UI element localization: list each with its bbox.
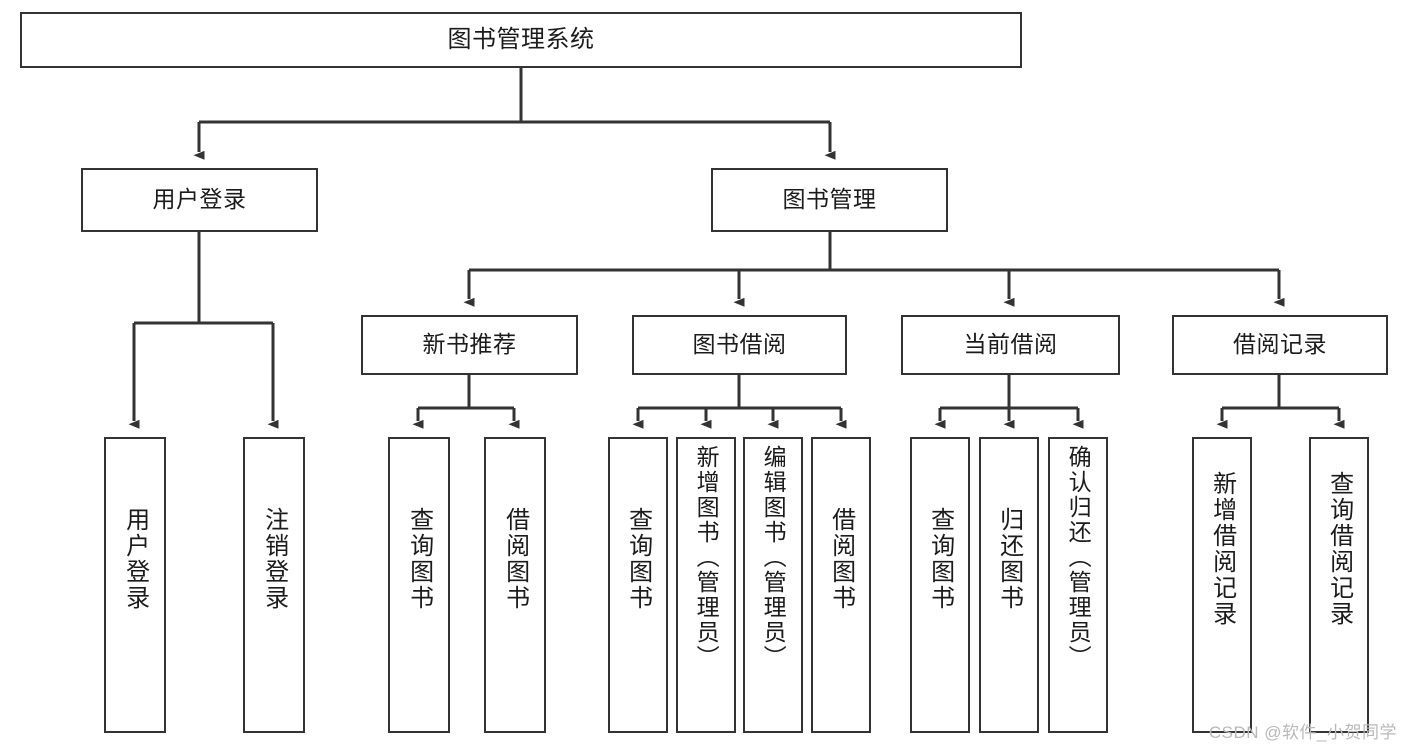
node-current-borrow[interactable]: 当前借阅	[901, 315, 1120, 375]
node-new-book[interactable]: 新书推荐	[361, 315, 578, 375]
node-user-login[interactable]: 用户登录	[81, 168, 318, 232]
node-book-manage[interactable]: 图书管理	[711, 168, 948, 232]
node-leaf-label: 编辑图书（管理员）	[760, 445, 787, 670]
node-leaf-current-borrow-1[interactable]: 查询图书	[910, 437, 970, 733]
node-leaf-label: 新增图书（管理员）	[693, 445, 720, 670]
node-leaf-label: 查询图书	[624, 507, 652, 611]
node-leaf-borrow-record-1[interactable]: 新增借阅记录	[1192, 437, 1252, 733]
node-leaf-current-borrow-2[interactable]: 归还图书	[979, 437, 1039, 733]
node-book-borrow-label: 图书借阅	[692, 331, 787, 358]
node-leaf-user-login-1[interactable]: 用户登录	[104, 437, 166, 733]
node-current-borrow-label: 当前借阅	[963, 331, 1058, 358]
node-leaf-label: 注销登录	[260, 507, 288, 611]
node-leaf-label: 用户登录	[121, 507, 149, 611]
node-leaf-new-book-2[interactable]: 借阅图书	[484, 437, 546, 733]
node-root-label: 图书管理系统	[447, 25, 595, 53]
node-leaf-book-borrow-4[interactable]: 借阅图书	[811, 437, 871, 733]
node-user-login-label: 用户登录	[152, 186, 247, 213]
node-leaf-label: 借阅图书	[827, 507, 855, 611]
node-root[interactable]: 图书管理系统	[20, 12, 1022, 68]
watermark: CSDN @软件_小贺同学	[1208, 723, 1397, 742]
node-book-manage-label: 图书管理	[782, 186, 877, 213]
node-book-borrow[interactable]: 图书借阅	[632, 315, 847, 375]
node-leaf-label: 新增借阅记录	[1208, 471, 1236, 627]
node-leaf-user-login-2[interactable]: 注销登录	[243, 437, 305, 733]
node-leaf-book-borrow-1[interactable]: 查询图书	[608, 437, 668, 733]
node-leaf-label: 查询图书	[405, 507, 433, 611]
node-leaf-book-borrow-3[interactable]: 编辑图书（管理员）	[743, 437, 803, 733]
node-leaf-label: 查询借阅记录	[1325, 471, 1353, 627]
node-leaf-new-book-1[interactable]: 查询图书	[388, 437, 450, 733]
node-leaf-book-borrow-2[interactable]: 新增图书（管理员）	[676, 437, 736, 733]
node-borrow-record-label: 借阅记录	[1233, 331, 1327, 358]
node-new-book-label: 新书推荐	[422, 331, 517, 358]
node-leaf-label: 归还图书	[995, 507, 1023, 611]
node-leaf-borrow-record-2[interactable]: 查询借阅记录	[1309, 437, 1369, 733]
node-leaf-current-borrow-3[interactable]: 确认归还（管理员）	[1048, 437, 1108, 733]
node-leaf-label: 借阅图书	[501, 507, 529, 611]
node-leaf-label: 确认归还（管理员）	[1065, 445, 1092, 670]
node-borrow-record[interactable]: 借阅记录	[1172, 315, 1388, 375]
node-leaf-label: 查询图书	[926, 507, 954, 611]
